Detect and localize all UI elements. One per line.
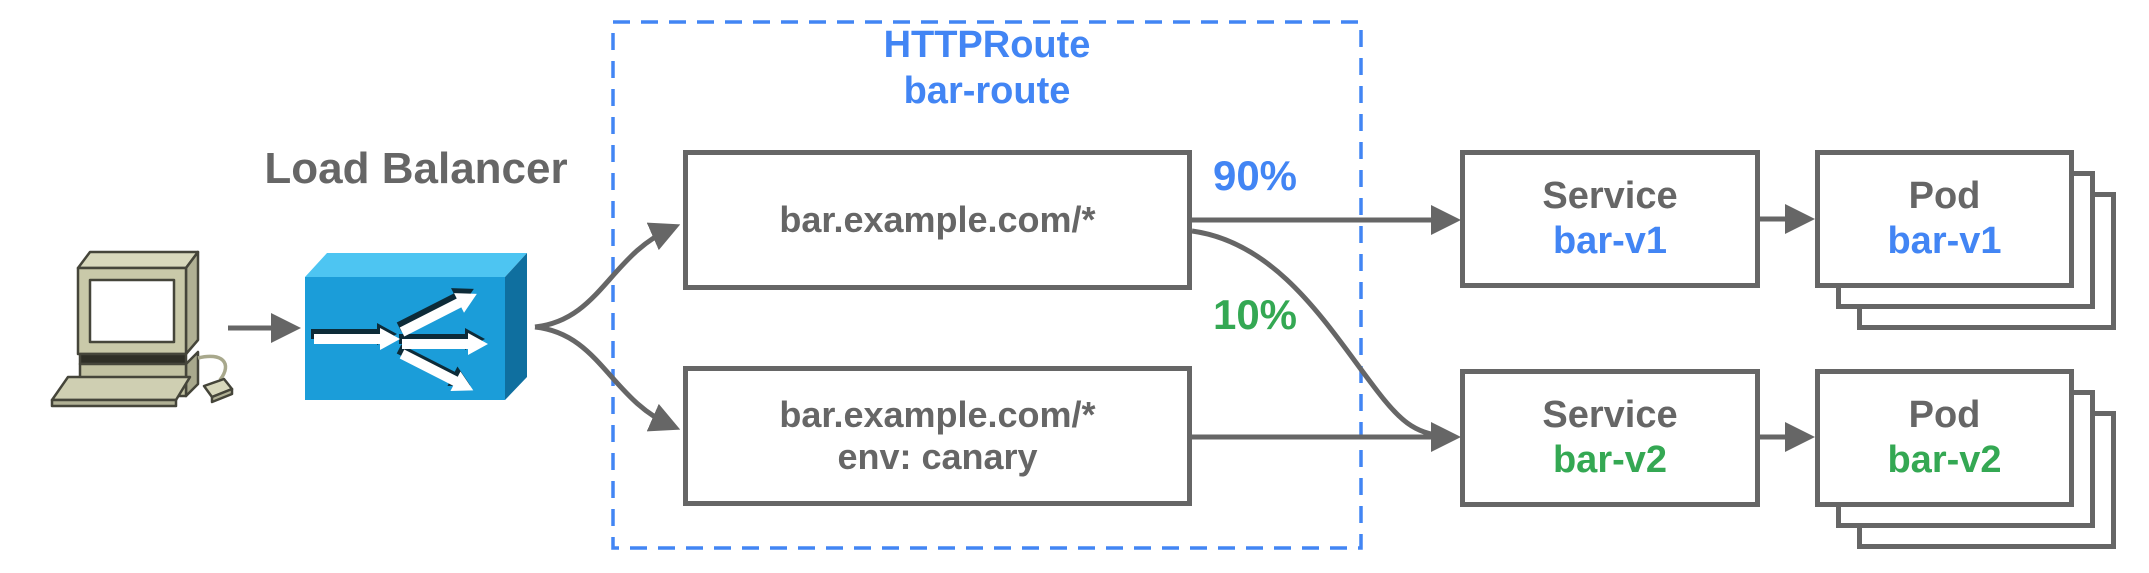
arrow-lb-to-rule2: [534, 324, 681, 432]
arrow-lb-to-rule1: [534, 222, 681, 330]
pod-name-label: bar-v2: [1887, 439, 2002, 481]
weight-label-90: 90%: [1212, 152, 1298, 199]
weight-label-10: 10%: [1212, 291, 1298, 338]
route-rule-2: bar.example.com/* env: canary: [683, 366, 1192, 506]
load-balancer-label: Load Balancer: [264, 144, 568, 193]
route-rule-2-header-match: env: canary: [837, 436, 1038, 477]
pod-name-label: bar-v1: [1887, 220, 2002, 262]
service-bar-v2-box: Service bar-v2: [1460, 369, 1760, 507]
service-name-label: bar-v1: [1552, 220, 1668, 262]
service-kind-label: Service: [1542, 394, 1678, 437]
desktop-computer-icon: [50, 250, 234, 408]
httproute-name-label: bar-route: [903, 70, 1071, 113]
httproute-kind-label: HTTPRoute: [883, 24, 1091, 66]
route-rule-1: bar.example.com/*: [683, 150, 1192, 290]
pod-kind-label: Pod: [1908, 394, 1981, 437]
service-bar-v1-box: Service bar-v1: [1460, 150, 1760, 288]
httproute-dashed-border: [611, 20, 1363, 550]
pod-bar-v2-box: Pod bar-v2: [1815, 369, 2074, 507]
httproute-group-title: HTTPRoute bar-route: [613, 22, 1361, 115]
route-rule-2-match: bar.example.com/*: [779, 393, 1096, 435]
route-rule-1-match: bar.example.com/*: [779, 198, 1096, 240]
load-balancer-icon: [305, 253, 527, 400]
pod-bar-v1-box: Pod bar-v1: [1815, 150, 2074, 288]
pod-kind-label: Pod: [1908, 175, 1981, 218]
service-kind-label: Service: [1542, 175, 1678, 218]
service-name-label: bar-v2: [1552, 439, 1668, 481]
arrow-rule1-to-service-v2-curve: [1191, 228, 1445, 439]
